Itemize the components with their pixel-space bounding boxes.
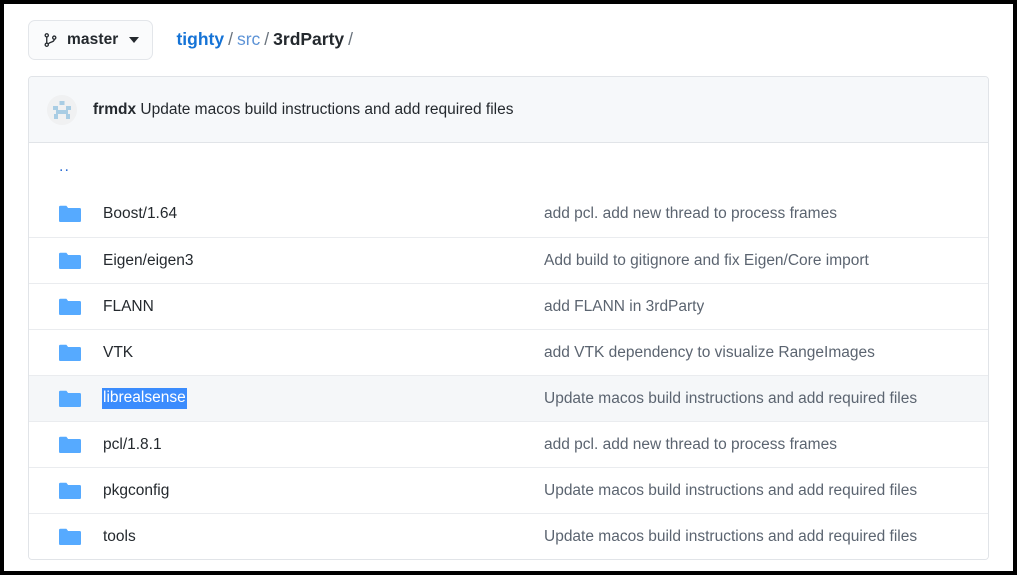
branch-name-label: master [67, 31, 119, 48]
file-name-link[interactable]: tools [103, 527, 136, 545]
file-name-cell: tools [47, 528, 544, 546]
row-commit-message[interactable]: add VTK dependency to visualize RangeIma… [544, 343, 875, 361]
file-name-link[interactable]: Eigen/eigen3 [103, 251, 194, 269]
table-row-librealsense[interactable]: librealsense Update macos build instruct… [29, 375, 988, 421]
row-commit-message[interactable]: Update macos build instructions and add … [544, 481, 918, 499]
breadcrumb-separator-3: / [348, 29, 354, 50]
file-name-cell: FLANN [47, 298, 544, 316]
file-name-link[interactable]: librealsense [103, 388, 186, 409]
git-branch-icon [44, 33, 57, 47]
row-commit-message[interactable]: add pcl. add new thread to process frame… [544, 205, 837, 222]
file-browser-panel: frmdx Update macos build instructions an… [28, 76, 989, 560]
folder-icon [59, 298, 81, 315]
file-name-cell: pkgconfig [47, 482, 544, 500]
latest-commit-header: frmdx Update macos build instructions an… [29, 77, 988, 143]
table-row-pkgconfig[interactable]: pkgconfig Update macos build instruction… [29, 467, 988, 513]
commit-author-link[interactable]: frmdx [93, 100, 137, 118]
file-name-link[interactable]: pkgconfig [103, 481, 170, 499]
file-name-cell: Boost/1.64 [47, 205, 544, 223]
row-commit-message[interactable]: Update macos build instructions and add … [544, 527, 918, 545]
branch-selector-button[interactable]: master [28, 20, 154, 60]
folder-icon [59, 528, 81, 545]
file-name-cell: librealsense [47, 388, 544, 409]
breadcrumb: tighty/src/3rdParty/ [176, 31, 357, 49]
latest-commit-text: frmdx Update macos build instructions an… [93, 101, 513, 119]
row-commit-message[interactable]: add pcl. add new thread to process frame… [544, 435, 837, 453]
row-commit-message[interactable]: add FLANN in 3rdParty [544, 297, 705, 315]
user-avatar[interactable] [47, 94, 77, 125]
repository-toolbar: master tighty/src/3rdParty/ [4, 4, 1013, 76]
breadcrumb-separator-2: / [264, 29, 270, 50]
folder-icon [59, 344, 81, 361]
chevron-down-icon [129, 37, 140, 43]
row-commit-message[interactable]: Add build to gitignore and fix Eigen/Cor… [544, 251, 869, 269]
file-name-link[interactable]: VTK [103, 343, 134, 361]
parent-directory-link[interactable]: .. [59, 158, 70, 175]
table-row-tools[interactable]: tools Update macos build instructions an… [29, 513, 988, 559]
folder-icon [59, 482, 81, 499]
table-row-vtk[interactable]: VTK add VTK dependency to visualize Rang… [29, 329, 988, 375]
breadcrumb-repo-link[interactable]: tighty [176, 29, 225, 50]
breadcrumb-separator-1: / [228, 29, 233, 50]
file-name-cell: VTK [47, 344, 544, 362]
table-row-flann[interactable]: FLANN add FLANN in 3rdParty [29, 283, 988, 329]
file-name-cell: Eigen/eigen3 [47, 252, 544, 270]
file-rows: Boost/1.64 add pcl. add new thread to pr… [29, 191, 988, 559]
folder-icon [59, 205, 81, 222]
commit-message[interactable]: Update macos build instructions and add … [140, 100, 514, 118]
file-name-cell: pcl/1.8.1 [47, 436, 544, 454]
table-row-boost-1-64[interactable]: Boost/1.64 add pcl. add new thread to pr… [29, 191, 988, 237]
breadcrumb-item-src[interactable]: src [236, 29, 261, 50]
file-name-link[interactable]: Boost/1.64 [103, 205, 178, 222]
file-name-link[interactable]: pcl/1.8.1 [103, 435, 162, 453]
file-name-link[interactable]: FLANN [103, 297, 154, 315]
folder-icon [59, 436, 81, 453]
folder-icon [59, 252, 81, 269]
parent-directory-row[interactable]: .. [29, 143, 988, 191]
table-row-eigen-eigen3[interactable]: Eigen/eigen3 Add build to gitignore and … [29, 237, 988, 283]
breadcrumb-item-3rdparty: 3rdParty [273, 29, 345, 50]
row-commit-message[interactable]: Update macos build instructions and add … [544, 389, 918, 407]
folder-icon [59, 390, 81, 407]
table-row-pcl-1-8-1[interactable]: pcl/1.8.1 add pcl. add new thread to pro… [29, 421, 988, 467]
